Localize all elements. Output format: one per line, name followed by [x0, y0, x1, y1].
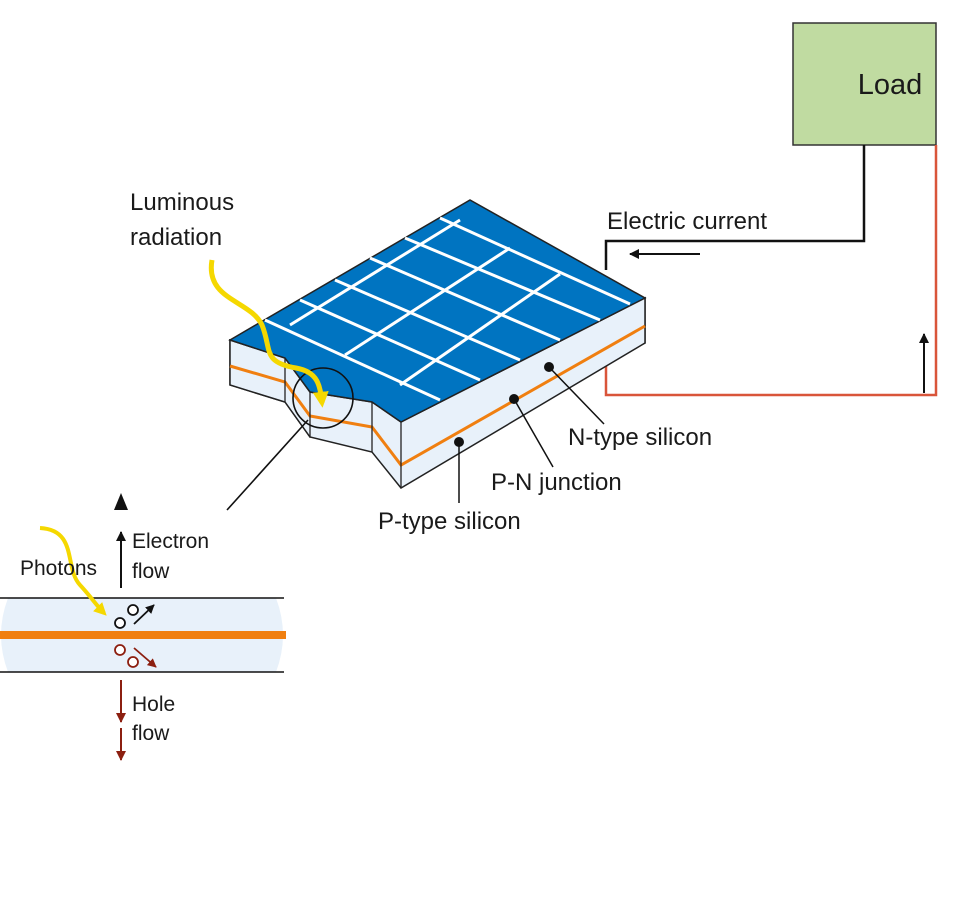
circuit-wires: Electric current [604, 145, 938, 397]
solar-panel [208, 199, 647, 511]
hole-particle-2 [127, 656, 139, 668]
electric-current-label: Electric current [607, 208, 767, 235]
load-box: Load [792, 22, 937, 146]
load-label: Load [858, 69, 923, 101]
electron-flow-label-line2: flow [132, 560, 170, 583]
electron-particle-1 [114, 617, 126, 629]
current-wire [604, 145, 866, 270]
electron-flow-arrow-upper [114, 493, 128, 510]
luminous-label-line2: radiation [130, 224, 222, 251]
zoom-connector [226, 419, 309, 511]
cross-section: Photons Electron flow Hole flow [0, 493, 286, 761]
panel-grid [264, 216, 631, 402]
pn-junction-leader [513, 398, 554, 468]
n-type-leader [548, 366, 605, 425]
pn-junction-label: P-N junction [491, 469, 622, 496]
load-rect [792, 22, 937, 146]
photons-label: Photons [20, 557, 97, 580]
hole-particle-1 [114, 644, 126, 656]
panel-top-face [228, 199, 647, 423]
electron-particle-2 [127, 604, 139, 616]
return-wire [604, 145, 938, 397]
electron-motion-arrow [133, 604, 155, 625]
electron-flow-label-line1: Electron [132, 530, 209, 553]
hole-flow-label-line2: flow [132, 722, 170, 745]
hole-flow-label-line1: Hole [132, 693, 175, 716]
photon-arrow [39, 526, 107, 616]
hole-motion-arrow [133, 647, 157, 668]
n-type-label: N-type silicon [568, 424, 712, 451]
p-type-label: P-type silicon [378, 508, 521, 535]
zoom-circle [292, 367, 354, 429]
luminous-label-line1: Luminous [130, 189, 234, 216]
cross-section-junction [0, 631, 286, 639]
luminous-radiation-arrow [208, 259, 329, 408]
panel-labels: Luminous radiation N-type silicon P-N ju… [130, 189, 712, 535]
